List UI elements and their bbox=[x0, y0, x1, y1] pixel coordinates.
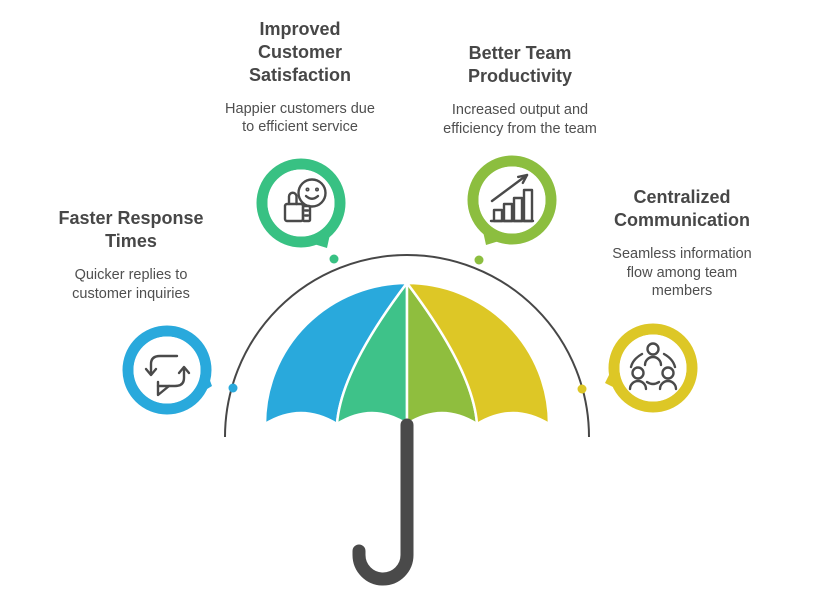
bubble-inner bbox=[133, 336, 201, 404]
sync-chat-icon bbox=[144, 354, 191, 397]
growth-chart-icon bbox=[489, 173, 535, 223]
customer-satisfaction-bubble bbox=[256, 158, 346, 248]
arc-dot-lime bbox=[474, 255, 484, 265]
centralized-communication-bubble bbox=[605, 323, 698, 413]
connector-arc bbox=[224, 254, 590, 438]
benefit-description: Quicker replies to customer inquiries bbox=[72, 266, 190, 302]
arc-dot-yellow bbox=[577, 384, 587, 394]
benefit-description: Increased output and efficiency from the… bbox=[443, 101, 597, 137]
team-network-icon bbox=[628, 342, 678, 391]
customer-satisfaction-icon bbox=[283, 178, 327, 223]
benefit-title: Faster Response Times bbox=[58, 208, 204, 251]
benefit-title: Centralized Communication bbox=[613, 187, 750, 230]
umbrella-panel-teal bbox=[335, 281, 409, 426]
arc-dot-green bbox=[329, 254, 339, 264]
benefit-title: Better Team Productivity bbox=[467, 43, 573, 86]
bubble-inner bbox=[619, 334, 687, 402]
benefit-block-customer-satisfaction: Improved Customer Satisfaction Happier c… bbox=[200, 18, 400, 137]
benefit-description: Happier customers due to efficient servi… bbox=[225, 100, 375, 136]
benefit-block-faster-response: Faster Response Times Quicker replies to… bbox=[26, 207, 236, 303]
benefit-title: Improved Customer Satisfaction bbox=[248, 19, 352, 85]
arc-dot-blue bbox=[228, 383, 238, 393]
team-productivity-bubble bbox=[467, 155, 557, 245]
umbrella-handle bbox=[352, 418, 414, 586]
umbrella-panel-yellow bbox=[405, 281, 551, 426]
benefit-block-team-productivity: Better Team Productivity Increased outpu… bbox=[420, 42, 620, 138]
benefit-block-centralized-communication: Centralized Communication Seamless infor… bbox=[582, 186, 782, 301]
bubble-ring bbox=[608, 323, 698, 413]
bubble-inner bbox=[478, 166, 546, 234]
bubble-ring bbox=[122, 325, 212, 415]
bubble-ring bbox=[256, 158, 346, 248]
faster-response-bubble bbox=[122, 325, 212, 415]
bubble-ring bbox=[467, 155, 557, 245]
benefit-description: Seamless information flow among team mem… bbox=[612, 245, 752, 300]
umbrella-canopy bbox=[263, 281, 551, 426]
